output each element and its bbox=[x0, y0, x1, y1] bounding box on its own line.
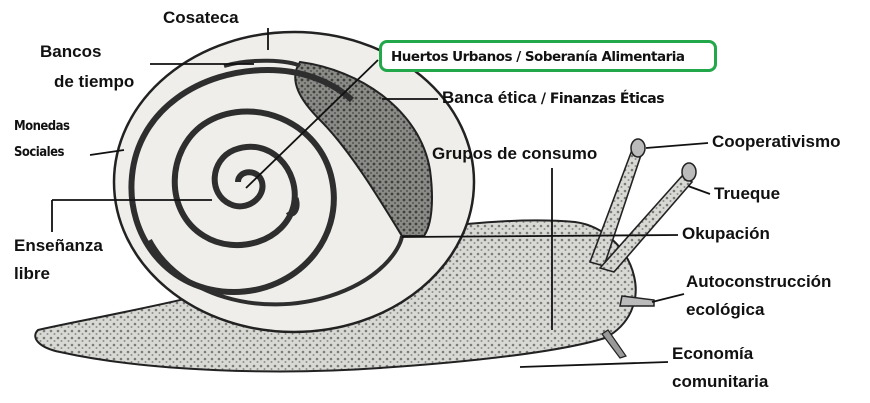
tentacle-lower bbox=[620, 296, 654, 306]
finanzas-eticas-text: / Finanzas Éticas bbox=[537, 91, 665, 107]
label-grupos-consumo: Grupos de consumo bbox=[432, 144, 597, 164]
banca-etica-text: Banca ética bbox=[442, 88, 537, 107]
label-ensenanza-line1: Enseñanza bbox=[14, 236, 103, 256]
label-ensenanza-line2: libre bbox=[14, 264, 50, 284]
label-cooperativismo: Cooperativismo bbox=[712, 132, 840, 152]
label-economia-line2: comunitaria bbox=[672, 372, 768, 392]
label-bancos-tiempo-line1: Bancos bbox=[40, 42, 101, 62]
label-bancos-tiempo-line2: de tiempo bbox=[54, 72, 134, 92]
label-autoconstruccion-line1: Autoconstrucción bbox=[686, 272, 831, 292]
label-cosateca: Cosateca bbox=[163, 8, 239, 28]
label-economia-line1: Economía bbox=[672, 344, 753, 364]
label-okupacion: Okupación bbox=[682, 224, 770, 244]
label-autoconstruccion-line2: ecológica bbox=[686, 300, 764, 320]
label-banca-etica: Banca ética / Finanzas Éticas bbox=[442, 88, 664, 108]
highlight-box-huertos: Huertos Urbanos / Soberanía Alimentaria bbox=[379, 40, 717, 72]
label-monedas-line2: Sociales bbox=[14, 146, 64, 161]
label-huertos-urbanos: Huertos Urbanos / Soberanía Alimentaria bbox=[391, 49, 684, 65]
label-trueque: Trueque bbox=[714, 184, 780, 204]
label-monedas-line1: Monedas bbox=[14, 120, 69, 135]
